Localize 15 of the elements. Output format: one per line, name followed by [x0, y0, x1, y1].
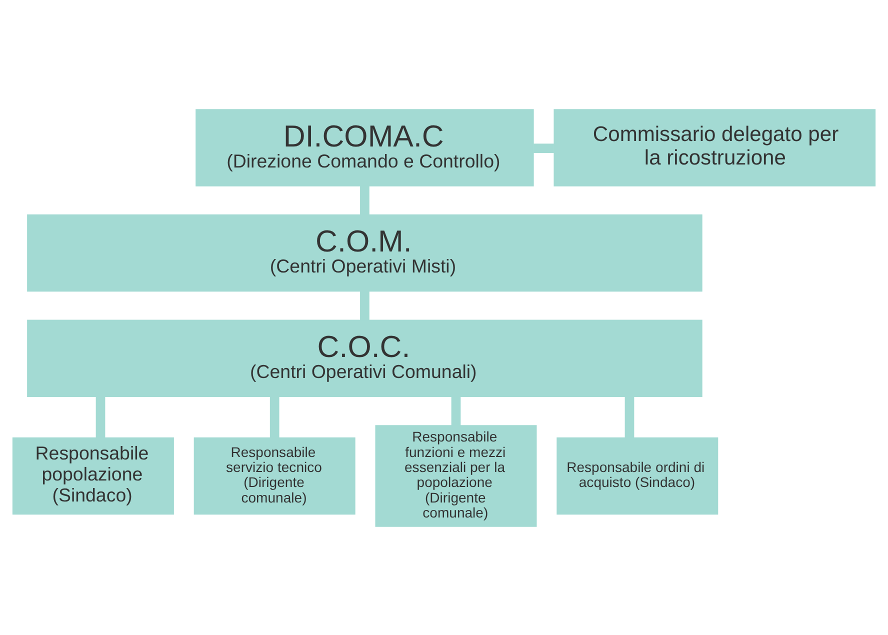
connector — [360, 290, 370, 320]
connector — [96, 396, 106, 438]
connector — [624, 396, 634, 438]
node-box: C.O.C. (Centri Operativi Comunali) — [27, 319, 702, 396]
node-box: Responsabile servizio tecnico (Dirigente comunale) — [194, 436, 356, 514]
connector — [451, 396, 461, 426]
connector — [534, 143, 554, 152]
node-box: C.O.M. (Centri Operativi Misti) — [27, 214, 702, 292]
node-box: Responsabile funzioni e mezzi essenziali per la popolazione (Dirigente comunale) — [375, 424, 537, 526]
node-box: Responsabile popolazione (Sindaco) — [12, 436, 174, 514]
connector — [270, 396, 280, 438]
node-box: Responsabile ordini di acquisto (Sindaco) — [556, 436, 718, 514]
node-box: DI.COMA.C (Direzione Comando e Controllo) — [196, 108, 534, 186]
connector — [360, 186, 370, 214]
node-box: Commissario delegato per la ricostruzione — [554, 108, 876, 186]
